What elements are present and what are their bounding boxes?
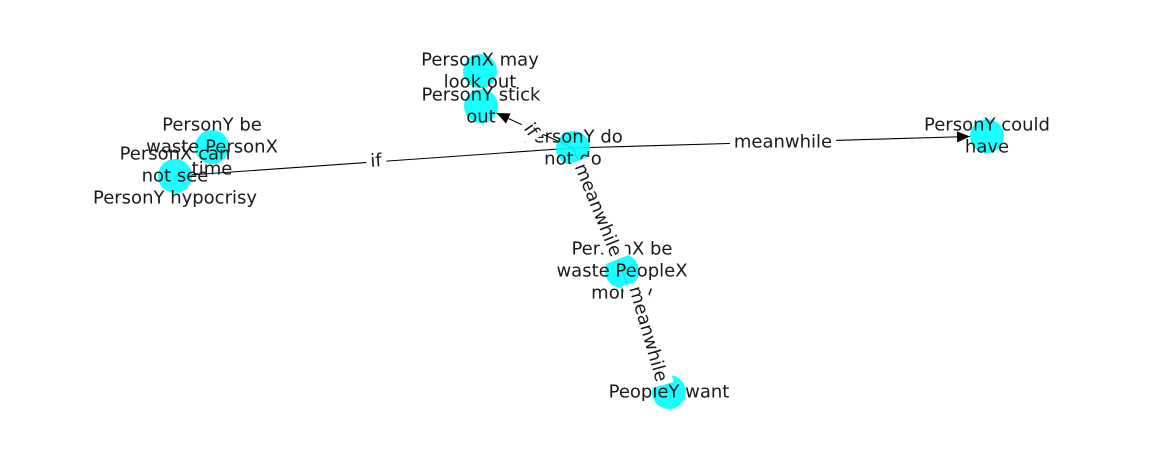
node-waste-money[interactable]: [605, 254, 639, 288]
edge-label-background: [729, 130, 837, 154]
edge-label: if: [370, 150, 383, 172]
node-label-line: have: [965, 137, 1009, 158]
edge-label-group: meanwhile: [622, 279, 674, 389]
node-label-line: PersonY do: [523, 127, 623, 148]
node-label-line: PersonX can: [120, 144, 231, 165]
node-label-line: PeopleY want: [609, 382, 730, 403]
edge-label: meanwhile: [734, 132, 832, 153]
nodes-layer: [158, 54, 1004, 409]
edge-label-background: [622, 279, 674, 389]
node-label-line: out: [466, 107, 495, 128]
node-waste-time[interactable]: [195, 130, 229, 164]
arrowhead-icon: [956, 131, 971, 143]
node-can-not-see[interactable]: [158, 159, 192, 193]
node-look-out[interactable]: [463, 54, 497, 88]
node-label-line: look out: [444, 72, 517, 93]
arrowhead-icon: [496, 113, 511, 124]
node-label-line: waste PeopleX: [556, 261, 687, 282]
edge-label-background: [516, 115, 547, 146]
edge-label-group: if: [516, 115, 547, 146]
node-label-line: PersonY could: [924, 115, 1050, 136]
edge-label-background: [365, 148, 388, 174]
node-label-line: time: [192, 159, 233, 180]
node-label-line: not see: [142, 166, 209, 187]
node-label-line: waste PersonX: [146, 137, 278, 158]
node-label-line: PersonY stick: [422, 85, 542, 106]
node-label-line: PersonY hypocrisy: [93, 188, 257, 209]
node-label-line: PersonX may: [421, 50, 539, 71]
edge-label-group: if: [365, 148, 388, 174]
node-do-not-do[interactable]: [556, 131, 590, 165]
node-could-have[interactable]: [970, 119, 1004, 153]
edge-label: meanwhile: [624, 284, 671, 384]
node-stick-out[interactable]: [464, 89, 498, 123]
edge-label-group: meanwhile: [729, 130, 837, 154]
node-label: PeopleY want: [609, 382, 730, 403]
edge-label-background: [567, 156, 629, 264]
node-label-line: PersonY be: [162, 115, 262, 136]
